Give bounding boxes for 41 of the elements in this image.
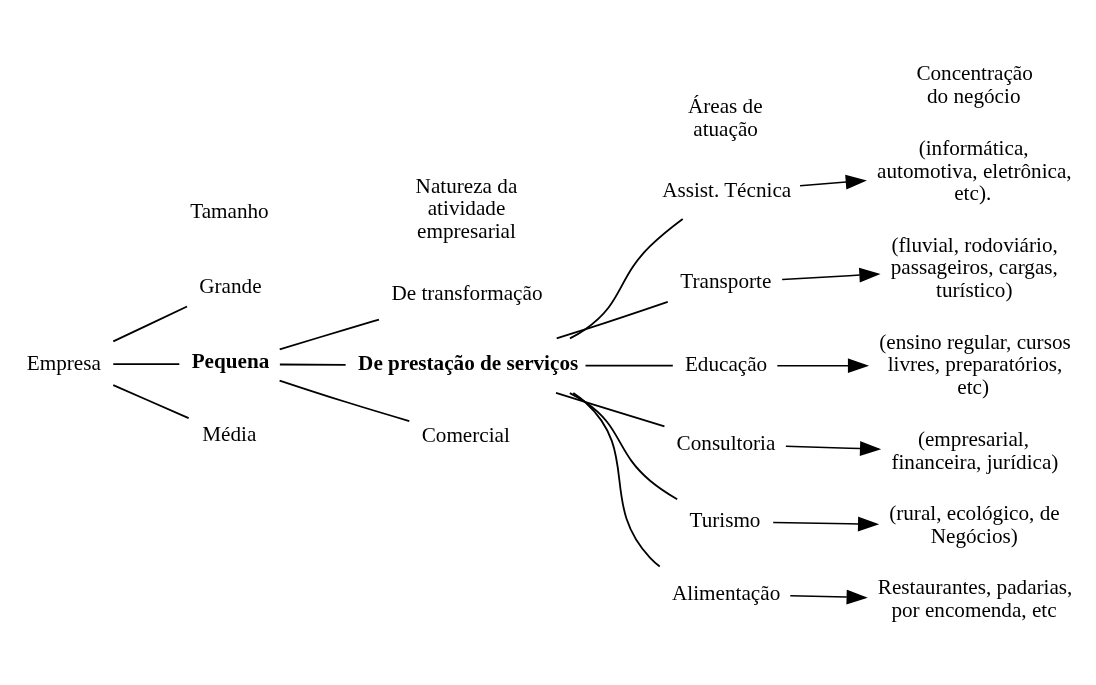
node-text: Educação bbox=[684, 351, 768, 376]
node-text: Alimentação bbox=[672, 580, 781, 605]
node-text: (empresarial, financeira, jurídica) bbox=[891, 426, 1059, 474]
label: Natureza da atividade empresarial bbox=[415, 173, 518, 243]
node-text: Transporte bbox=[680, 268, 772, 293]
arrow bbox=[799, 174, 867, 190]
connector bbox=[112, 305, 188, 342]
node-text: Consultoria bbox=[676, 430, 776, 455]
connector bbox=[572, 391, 661, 567]
node-text: (rural, ecológico, de Negócios) bbox=[889, 500, 1060, 548]
node-text: (informática, automotiva, eletrônica, etc). bbox=[877, 135, 1072, 205]
node-text: De prestação de serviços bbox=[358, 350, 579, 375]
connector bbox=[112, 362, 181, 365]
arrow bbox=[785, 440, 882, 456]
connector bbox=[569, 217, 684, 339]
node-text: (fluvial, rodoviário, passageiros, cargas, turístico) bbox=[890, 232, 1058, 302]
node-text: Grande bbox=[199, 273, 262, 298]
connector bbox=[568, 391, 679, 500]
connector bbox=[555, 391, 666, 427]
connector bbox=[278, 379, 411, 422]
connector bbox=[555, 300, 669, 339]
node-text: Pequena bbox=[191, 348, 270, 373]
node-text: Empresa bbox=[26, 350, 101, 375]
label: Tamanho bbox=[190, 198, 269, 223]
connector bbox=[278, 363, 347, 366]
arrow bbox=[781, 267, 881, 282]
arrow bbox=[789, 589, 868, 605]
node-text: Assist. Técnica bbox=[662, 177, 792, 202]
label: Concentração do negócio bbox=[916, 60, 1033, 108]
node-text: Restaurantes, padarias, por encomenda, etc bbox=[877, 574, 1073, 622]
node-text: Turismo bbox=[689, 507, 761, 532]
connector bbox=[584, 364, 674, 367]
label: Áreas de atuação bbox=[687, 93, 763, 141]
node-text: De transformação bbox=[391, 280, 543, 305]
node-text: Comercial bbox=[421, 422, 510, 447]
connector bbox=[278, 318, 380, 350]
connector bbox=[112, 383, 190, 419]
arrow bbox=[772, 516, 880, 531]
arrow bbox=[776, 357, 870, 373]
node-text: Média bbox=[202, 421, 257, 446]
node-text: (ensino regular, cursos livres, preparatórios, etc) bbox=[879, 329, 1071, 399]
